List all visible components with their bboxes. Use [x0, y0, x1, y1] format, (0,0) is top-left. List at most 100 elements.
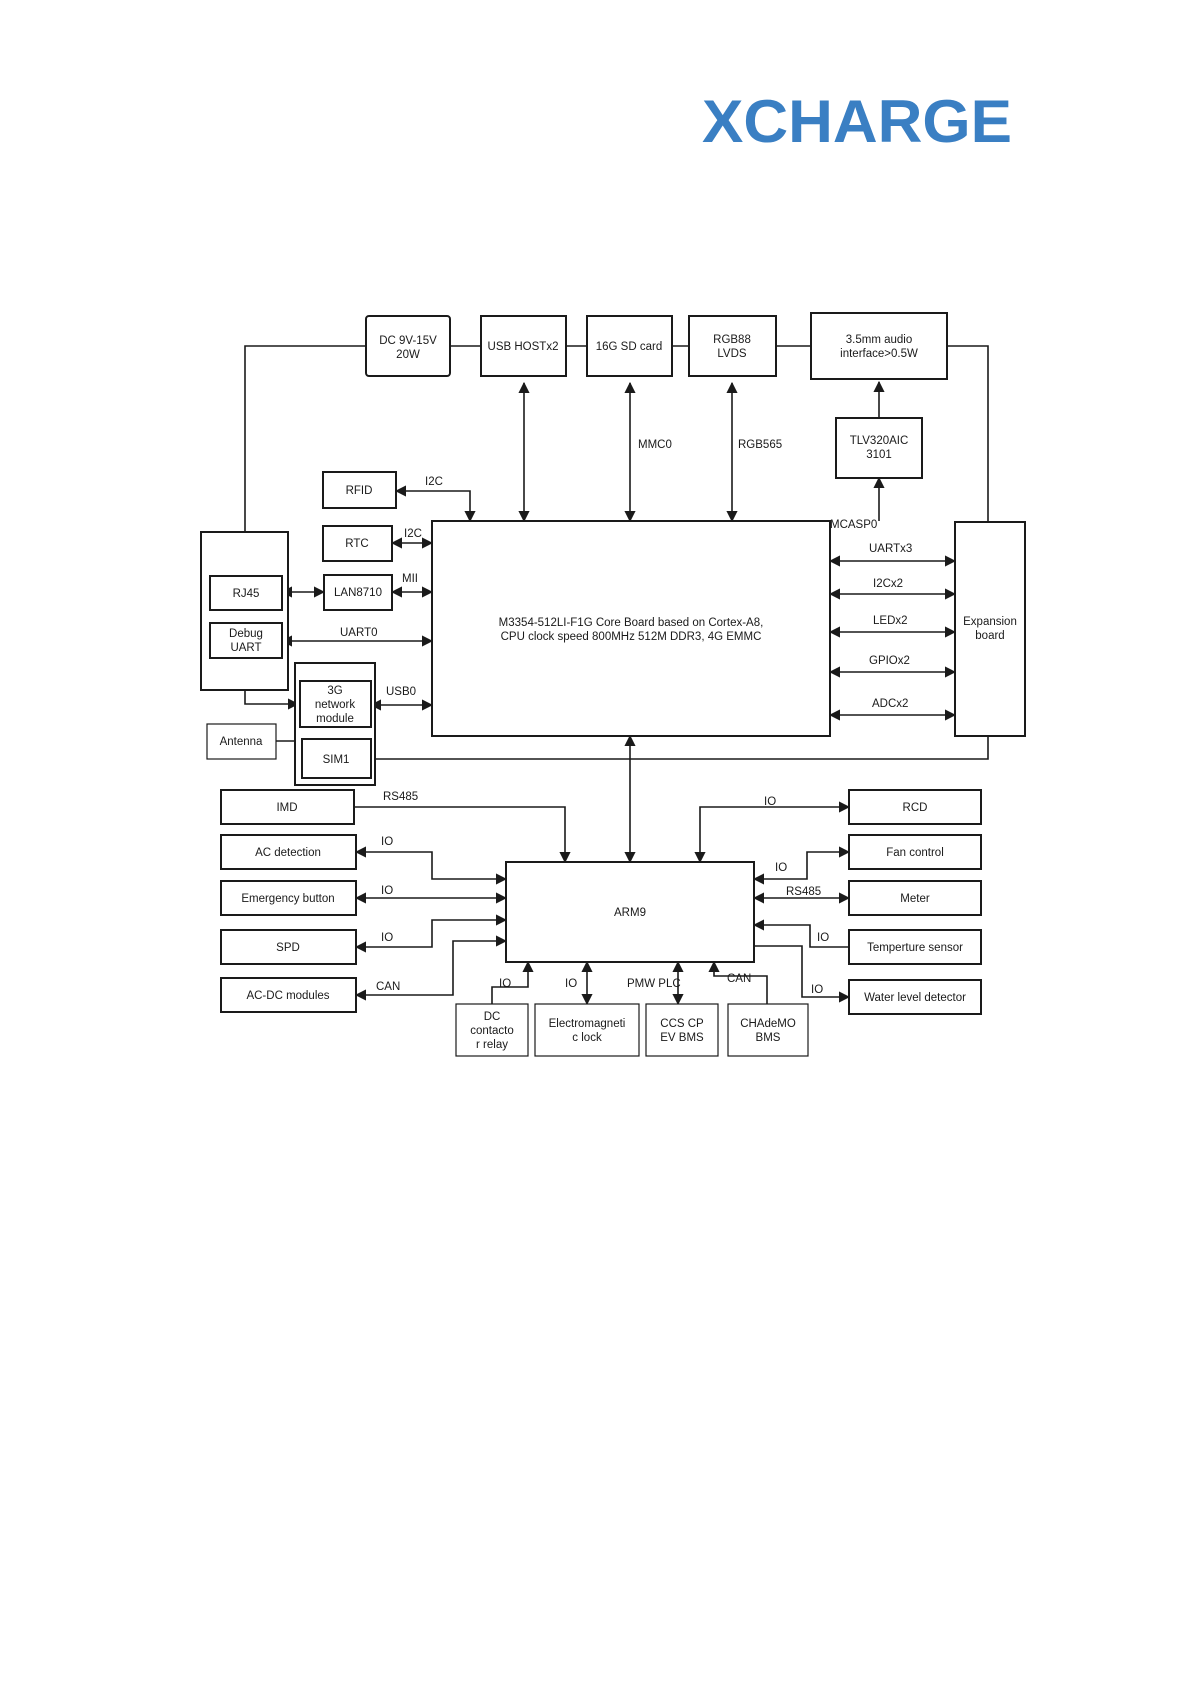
label-io-rcd: IO: [764, 796, 776, 808]
network-module-line-2: network: [315, 699, 356, 711]
network-module-line-1: 3G: [327, 685, 342, 697]
label-i2c-rtc: I2C: [404, 528, 422, 540]
usb-host-label: USB HOSTx2: [488, 341, 559, 353]
expansion-line-2: board: [975, 630, 1004, 642]
label-usb0: USB0: [386, 686, 416, 698]
label-pwm-plc: PMW PLC: [627, 978, 681, 990]
box-imd: [220, 789, 355, 825]
label-rs485-meter: RS485: [786, 886, 821, 898]
box-lan: [323, 574, 393, 611]
label-io-spd: IO: [381, 932, 393, 944]
label-io-temp: IO: [817, 932, 829, 944]
box-usb-host: [480, 315, 567, 377]
box-fan: [848, 834, 982, 870]
dc-power-line-2: 20W: [396, 349, 420, 361]
xcharge-logo: XCHARGE: [702, 88, 1012, 155]
water-label: Water level detector: [864, 992, 966, 1004]
rj45-label: RJ45: [233, 588, 260, 600]
box-tlv: [835, 417, 923, 479]
box-rfid: [322, 471, 397, 509]
debug-uart-line-1: Debug: [229, 628, 263, 640]
meter-label: Meter: [900, 893, 930, 905]
box-water: [848, 979, 982, 1015]
box-emergency: [220, 880, 357, 916]
dc-power-line-1: DC 9V-15V: [379, 335, 437, 347]
rcd-label: RCD: [903, 802, 928, 814]
expansion-line-1: Expansion: [963, 616, 1017, 628]
box-ac-detection: [220, 834, 357, 870]
label-io-ac: IO: [381, 836, 393, 848]
label-rs485-imd: RS485: [383, 791, 418, 803]
label-io-fan: IO: [775, 862, 787, 874]
box-meter: [848, 880, 982, 916]
box-chademo: [727, 1003, 809, 1057]
debug-uart-line-2: UART: [230, 642, 261, 654]
arm9-label: ARM9: [614, 907, 646, 919]
antenna-label: Antenna: [220, 736, 263, 748]
box-ccs: [645, 1003, 719, 1057]
box-dc-power: [365, 315, 451, 377]
box-dc-relay: [455, 1003, 529, 1057]
label-rgb565: RGB565: [738, 439, 782, 451]
fan-label: Fan control: [886, 847, 944, 859]
logo-text: XCHARGE: [702, 88, 1012, 155]
box-rtc: [322, 525, 393, 562]
lock-line-1: Electromagneti: [549, 1018, 626, 1030]
label-ledx2: LEDx2: [873, 615, 908, 627]
label-io-emergency: IO: [381, 885, 393, 897]
bus-labels: MMC0 RGB565 MCASP0 I2C I2C MII UART0 USB…: [340, 439, 912, 996]
network-module-line-3: module: [316, 713, 354, 725]
box-sd-card: [586, 315, 673, 377]
audio-line-1: 3.5mm audio: [846, 334, 912, 346]
ccs-line-2: EV BMS: [660, 1032, 704, 1044]
box-network-module: [299, 680, 372, 728]
rgb-lvds-line-2: LVDS: [717, 348, 747, 360]
box-acdc: [220, 977, 357, 1013]
label-can-chademo: CAN: [727, 973, 751, 985]
spd-label: SPD: [276, 942, 300, 954]
box-temp: [848, 929, 982, 965]
dc-relay-line-2: contacto: [470, 1025, 513, 1037]
lan-label: LAN8710: [334, 587, 382, 599]
label-mmc0: MMC0: [638, 439, 672, 451]
box-arm9: [505, 861, 755, 963]
chademo-line-1: CHAdeMO: [740, 1018, 796, 1030]
ac-detection-label: AC detection: [255, 847, 321, 859]
box-spd: [220, 929, 357, 965]
sim-label: SIM1: [323, 754, 350, 766]
label-io-water: IO: [811, 984, 823, 996]
core-board-line-2: CPU clock speed 800MHz 512M DDR3, 4G EMM…: [501, 631, 762, 643]
box-rcd: [848, 789, 982, 825]
label-gpiox2: GPIOx2: [869, 655, 910, 667]
label-i2c-rfid: I2C: [425, 476, 443, 488]
acdc-label: AC-DC modules: [246, 990, 329, 1002]
core-board-line-1: M3354-512LI-F1G Core Board based on Cort…: [499, 617, 764, 629]
tlv-line-2: 3101: [866, 449, 892, 461]
label-i2cx2: I2Cx2: [873, 578, 903, 590]
lock-line-2: c lock: [572, 1032, 602, 1044]
dc-relay-line-1: DC: [484, 1011, 501, 1023]
tlv-line-1: TLV320AIC: [850, 435, 909, 447]
label-can-acdc: CAN: [376, 981, 400, 993]
box-expansion: [954, 521, 1026, 737]
temp-label: Temperture sensor: [867, 942, 963, 954]
label-io-relay: IO: [499, 978, 511, 990]
label-adcx2: ADCx2: [872, 698, 908, 710]
box-lock: [534, 1003, 640, 1057]
label-io-lock: IO: [565, 978, 577, 990]
box-rj45: [209, 575, 283, 611]
chademo-line-2: BMS: [756, 1032, 781, 1044]
emergency-label: Emergency button: [241, 893, 334, 905]
rtc-label: RTC: [345, 538, 368, 550]
audio-line-2: interface>0.5W: [840, 348, 918, 360]
box-antenna: [206, 723, 277, 760]
box-rgb-lvds: [688, 315, 777, 377]
boxes: DC 9V-15V 20W USB HOSTx2 16G SD card RGB…: [200, 312, 1026, 1057]
box-debug-uart: [209, 622, 283, 659]
rfid-label: RFID: [346, 485, 373, 497]
imd-label: IMD: [276, 802, 297, 814]
label-uartx3: UARTx3: [869, 543, 912, 555]
ccs-line-1: CCS CP: [660, 1018, 704, 1030]
box-audio: [810, 312, 948, 380]
